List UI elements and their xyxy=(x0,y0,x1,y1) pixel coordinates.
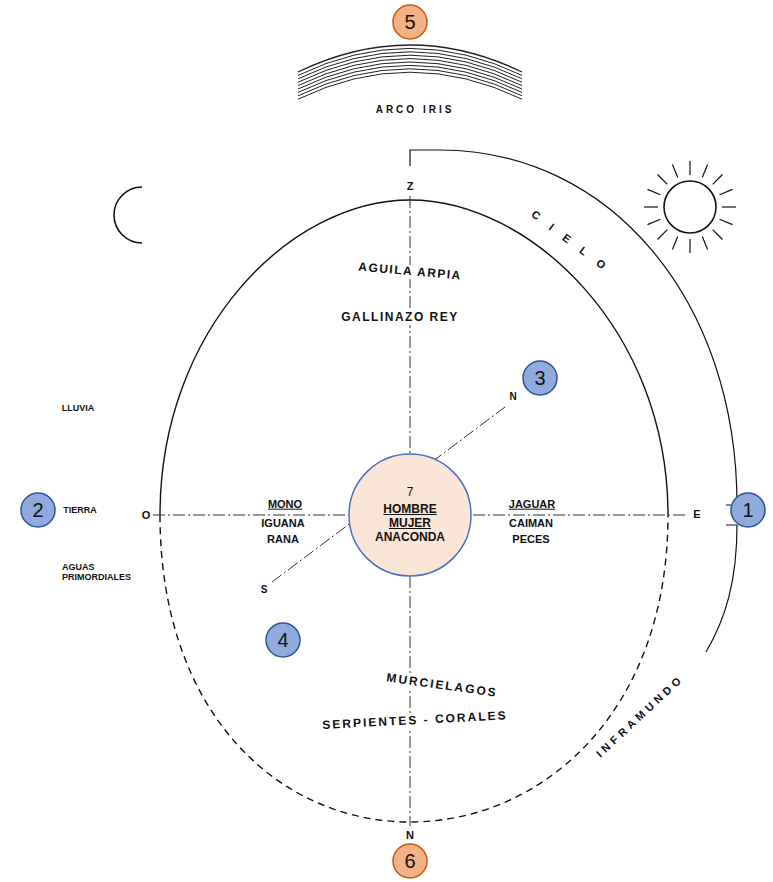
animal-label: IGUANA xyxy=(259,517,306,530)
sun-ray xyxy=(672,165,677,178)
sun-ray xyxy=(672,237,677,250)
animal-label: PECES xyxy=(510,533,551,546)
sun-ray xyxy=(702,237,707,250)
realm-label: CIELO xyxy=(527,207,621,282)
rainbow-arc xyxy=(298,65,522,92)
sun-ray xyxy=(689,161,690,175)
callout-number: 7 xyxy=(407,485,414,499)
node-content: 3 xyxy=(522,360,558,396)
element-label: AGUAS PRIMORDIALES xyxy=(60,562,144,583)
callout-circle: 5 xyxy=(392,4,428,40)
callout-number: 3 xyxy=(534,366,545,390)
sun-ray xyxy=(648,219,661,224)
callout-circle: 2 xyxy=(20,492,56,528)
being-name: MUJER xyxy=(389,516,431,530)
circle-shape xyxy=(393,844,427,878)
axis-letter: E xyxy=(691,508,702,521)
underworld-bracket xyxy=(706,525,737,652)
being-name: HOMBRE xyxy=(383,502,436,516)
sun-ray xyxy=(689,239,690,253)
axis-letter: O xyxy=(140,509,153,522)
node-content: 4 xyxy=(265,622,301,658)
rainbow xyxy=(298,45,522,99)
moon xyxy=(114,187,142,243)
sun-ray xyxy=(720,219,733,224)
callout-number: 6 xyxy=(404,849,415,873)
callout-circle: 6 xyxy=(392,843,428,879)
realm-label: ARCO IRIS xyxy=(374,104,457,116)
sun-ray xyxy=(722,206,736,207)
sky-bracket xyxy=(410,150,737,505)
moon-crescent xyxy=(114,187,142,243)
node-content: 5 xyxy=(392,4,428,40)
node-content: 2 xyxy=(20,492,56,528)
being-name: ANACONDA xyxy=(375,530,445,544)
animal-label: SERPIENTES - CORALES xyxy=(320,709,510,733)
node-content: 1 xyxy=(730,492,766,528)
callout-number: 1 xyxy=(742,498,753,522)
sun-ray xyxy=(702,165,707,178)
circle-shape xyxy=(523,361,557,395)
callout-circle: 1 xyxy=(730,492,766,528)
rainbow-arc xyxy=(298,72,522,99)
sun xyxy=(644,161,736,253)
realm-bracket xyxy=(410,150,737,652)
egg-outline xyxy=(160,200,668,822)
axis-letter: N xyxy=(507,391,518,403)
sun-ray xyxy=(657,230,667,240)
sun-ray xyxy=(713,230,723,240)
circle-shape xyxy=(21,493,55,527)
callout-circle: 4 xyxy=(265,622,301,658)
sun-ray xyxy=(713,174,723,184)
element-label: LLUVIA xyxy=(60,403,97,413)
sun-ray xyxy=(657,174,667,184)
sun-ray xyxy=(644,206,658,207)
animal-label: MONO xyxy=(266,498,304,511)
rainbow-arc xyxy=(298,69,522,96)
circle-shape xyxy=(349,454,471,576)
sun-ray xyxy=(720,189,733,194)
node-content: 7HOMBREMUJERANACONDA xyxy=(348,453,472,577)
animal-label: RANA xyxy=(265,533,301,546)
axis-letter: S xyxy=(259,584,270,596)
center-circle: 7HOMBREMUJERANACONDA xyxy=(348,453,472,577)
animal-label: GALLINAZO REY xyxy=(339,311,461,325)
callout-number: 5 xyxy=(404,10,415,34)
axis-letter: Z xyxy=(405,180,416,193)
callout-circle: 3 xyxy=(522,360,558,396)
sun-disc xyxy=(664,181,716,233)
element-label: TIERRA xyxy=(61,505,99,515)
axes xyxy=(153,196,688,826)
circle-shape xyxy=(266,623,300,657)
callout-number: 4 xyxy=(277,628,288,652)
animal-label: CAIMAN xyxy=(507,517,555,530)
animal-label: MURCIELAGOS xyxy=(384,671,501,701)
diagonal-axis xyxy=(272,407,505,582)
realm-label: INFRAMUNDO xyxy=(592,671,688,762)
animal-label: AGUILA ARPIA xyxy=(356,260,465,283)
animal-label: JAGUAR xyxy=(507,498,557,511)
sun-ray xyxy=(648,189,661,194)
circle-shape xyxy=(731,493,765,527)
circle-shape xyxy=(393,5,427,39)
axis-letter: N xyxy=(404,829,416,842)
node-content: 6 xyxy=(392,843,428,879)
callout-number: 2 xyxy=(32,498,43,522)
